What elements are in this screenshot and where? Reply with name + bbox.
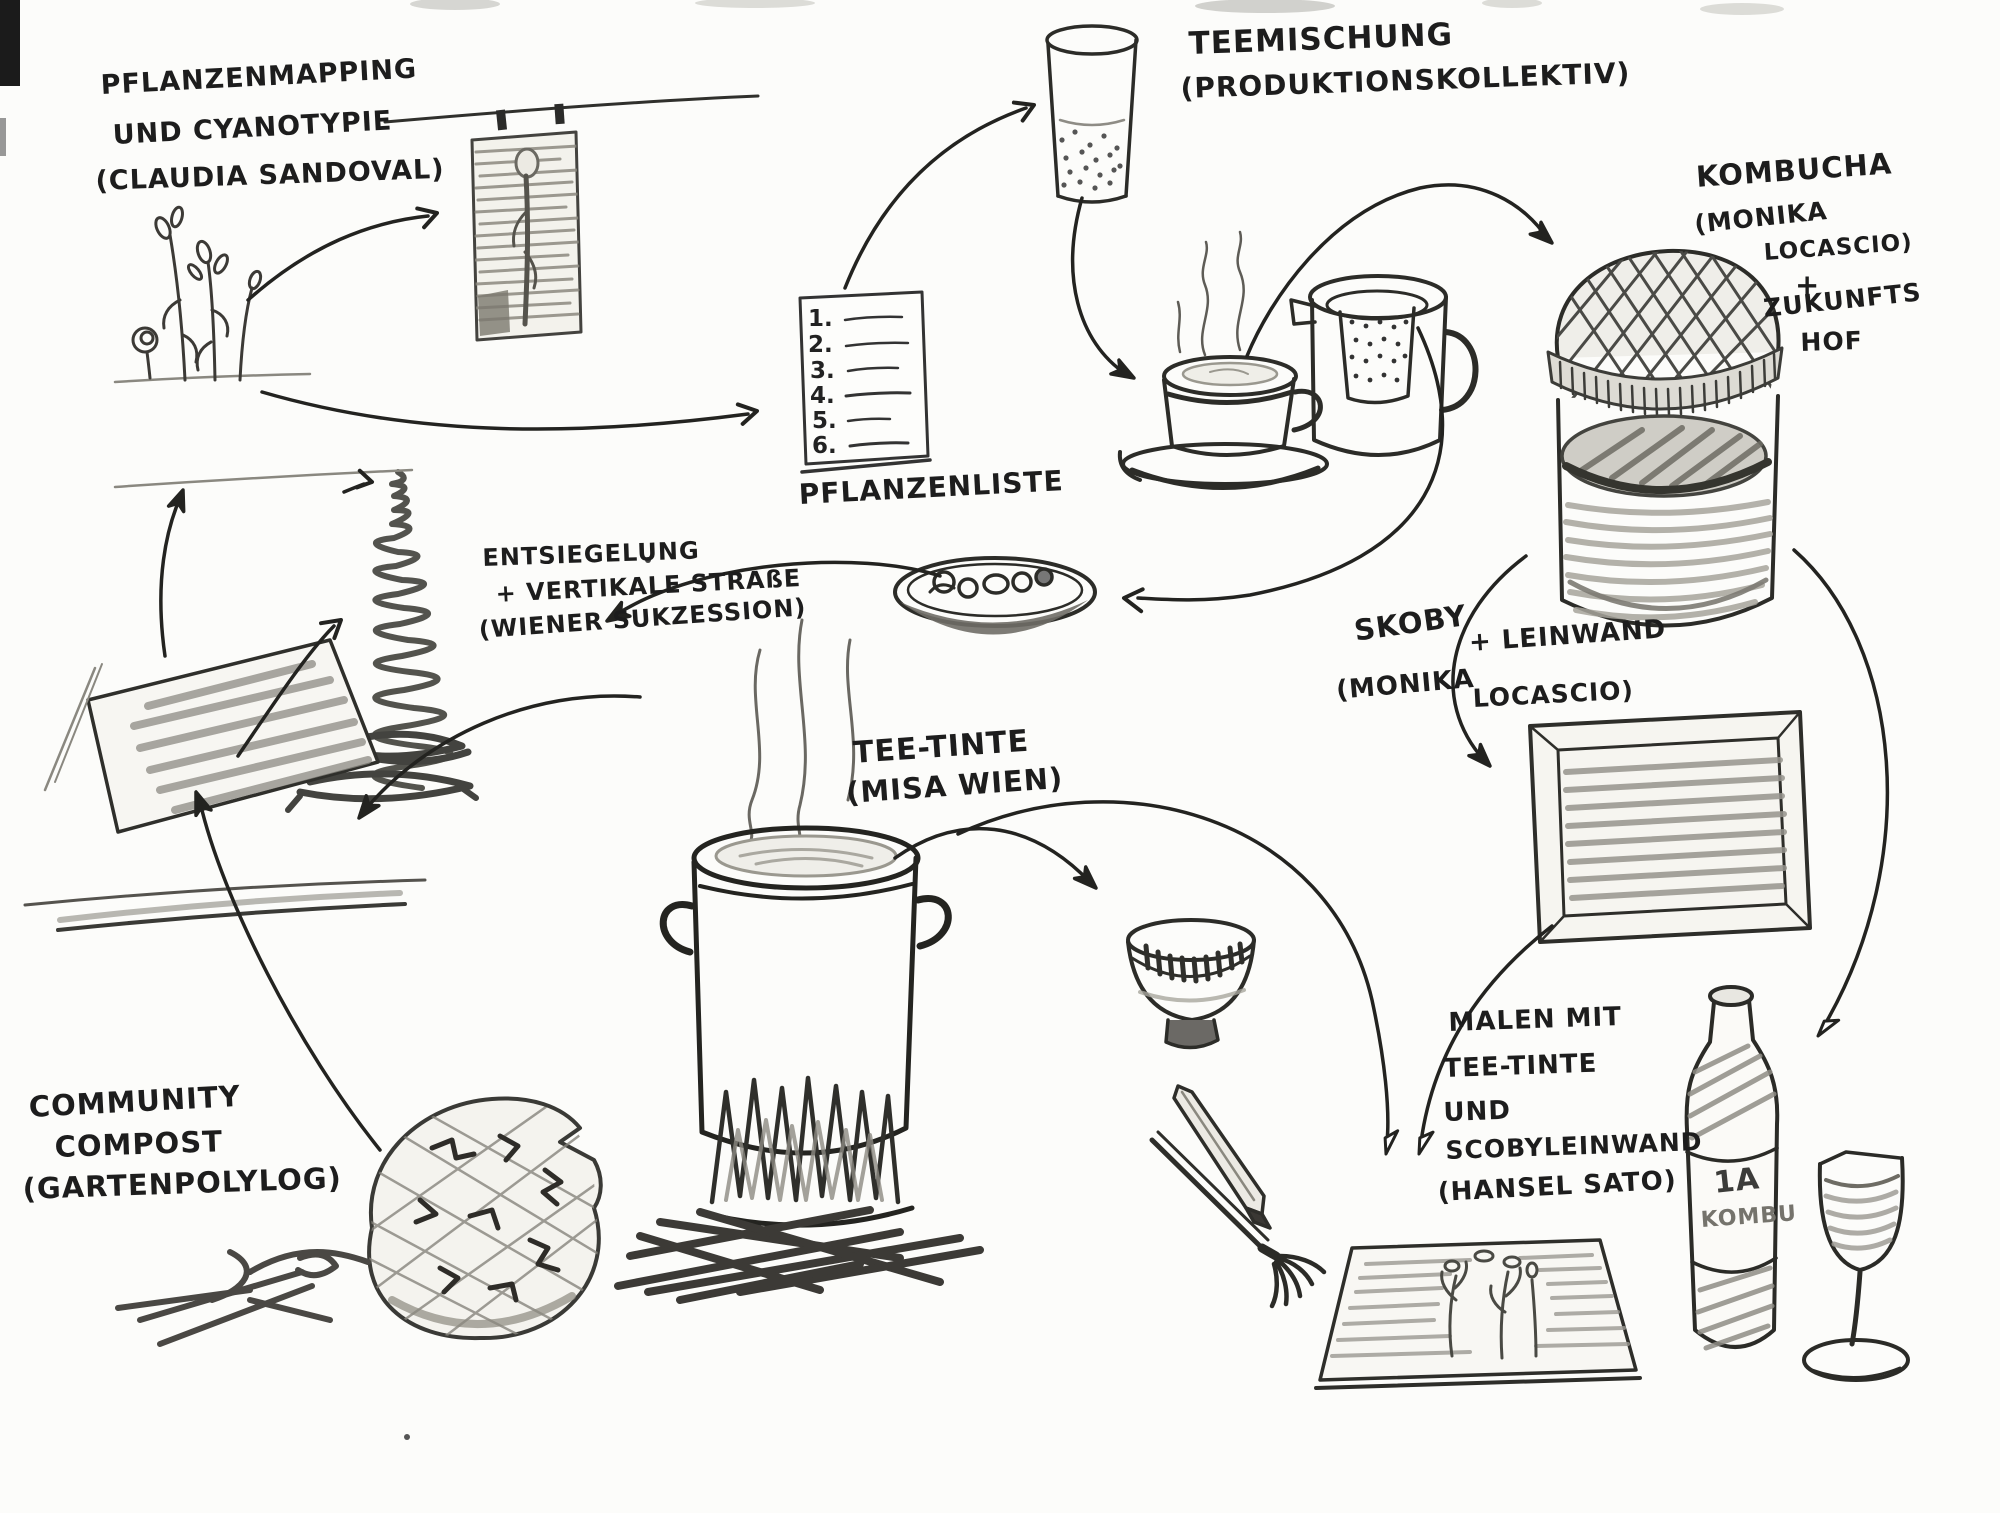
plant-tower-sketch [285, 469, 479, 813]
painting-mat [1314, 1238, 1642, 1390]
bottle-label-1a: 1A [1712, 1161, 1762, 1201]
kombu-bottle [1684, 985, 1780, 1351]
label-malen-2: TEE-TINTE [1443, 1048, 1598, 1084]
tea-bowl [1126, 918, 1256, 1050]
pot-on-fire [614, 618, 984, 1304]
brush-and-knife [1149, 1084, 1327, 1309]
label-community-2: COMPOST [54, 1124, 224, 1164]
flow-arrows [159, 100, 1890, 1156]
label-malen-1: MALEN MIT [1448, 1001, 1623, 1038]
list-number-6: 6. [812, 433, 837, 459]
compost-net-bag [115, 1096, 603, 1347]
kombucha-jar [1546, 248, 1784, 628]
dish-with-tea-pieces [893, 556, 1097, 635]
list-number-2: 2. [808, 332, 833, 358]
label-kombucha-4: + [1795, 268, 1821, 302]
scan-artifacts [0, 0, 1784, 1440]
plant-list-paper [645, 290, 932, 563]
label-kombucha-6: HOF [1800, 325, 1864, 357]
tea-strainer-mug [1289, 274, 1479, 457]
wildflowers-sketch [113, 205, 312, 384]
list-number-4: 4. [810, 383, 835, 409]
list-number-3: 3. [810, 358, 835, 384]
cyanotype-print-on-line [383, 94, 760, 342]
tea-mixture-jar [1045, 24, 1139, 204]
scoby-canvas-frame [1528, 710, 1812, 944]
garden-bed-sketch [23, 468, 427, 932]
label-malen-3: UND [1443, 1095, 1512, 1128]
list-number-1: 1. [808, 306, 833, 332]
list-number-5: 5. [812, 408, 837, 434]
kombucha-wine-glass [1802, 1150, 1910, 1382]
teacup-with-steam [1117, 230, 1329, 490]
